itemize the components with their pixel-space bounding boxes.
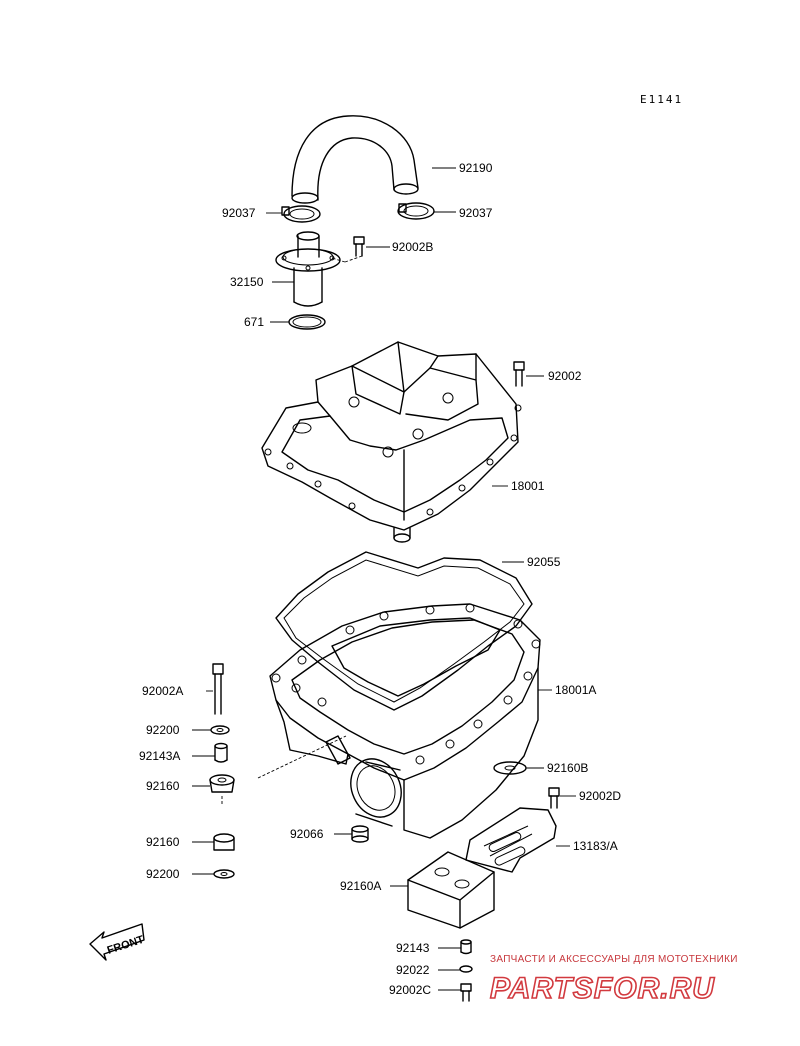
washer-b-part <box>213 869 235 879</box>
label-case: 18001A <box>555 683 596 697</box>
washer-c-part <box>459 965 473 973</box>
drain-plug-part <box>351 825 369 843</box>
label-drain-plug: 92066 <box>290 827 324 841</box>
washer-a-part <box>210 725 230 735</box>
breather-pipe-part <box>275 231 341 307</box>
bolt-top-part <box>353 236 365 257</box>
long-bolt-part <box>212 663 224 715</box>
cover-part <box>261 341 522 543</box>
diagram-code: E1141 <box>640 93 683 106</box>
leader-lines <box>192 167 576 991</box>
part-labels: 92190 92037 92037 92002B 32150 671 92002… <box>139 161 621 997</box>
gasket-part <box>275 551 533 711</box>
label-bolt-c: 92002C <box>389 983 431 997</box>
case-part <box>269 603 541 839</box>
label-washer-b: 92200 <box>146 867 180 881</box>
hose-part <box>291 115 419 204</box>
damper-a-part <box>209 774 235 793</box>
label-bolt-top: 92002B <box>392 240 433 254</box>
label-bracket: 13183/A <box>573 839 618 853</box>
label-pad: 92160A <box>340 879 381 893</box>
bracket-part <box>465 807 557 873</box>
bolt-d-part <box>548 787 560 809</box>
watermark-tagline: ЗАПЧАСТИ И АКСЕССУАРЫ ДЛЯ МОТОТЕХНИКИ <box>490 954 738 965</box>
watermark: ЗАПЧАСТИ И АКСЕССУАРЫ ДЛЯ МОТОТЕХНИКИ PA… <box>489 954 738 1006</box>
label-washer-a: 92200 <box>146 723 180 737</box>
label-gasket: 92055 <box>527 555 561 569</box>
label-washer-c: 92022 <box>396 963 430 977</box>
label-hose: 92190 <box>459 161 493 175</box>
front-label: FRONT <box>106 934 146 957</box>
clamp-left-part <box>281 205 321 223</box>
damper-c-part <box>213 833 235 851</box>
label-o-ring: 671 <box>244 315 264 329</box>
label-breather-pipe: 32150 <box>230 275 264 289</box>
collar-part <box>214 742 228 763</box>
label-cover-bolt: 92002 <box>548 369 582 383</box>
label-clamp-right: 92037 <box>459 206 493 220</box>
label-damper-a: 92160 <box>146 779 180 793</box>
label-damper-b: 92160B <box>547 761 588 775</box>
label-collar: 92143A <box>139 749 180 763</box>
clamp-right-part <box>397 202 435 220</box>
label-damper-c: 92160 <box>146 835 180 849</box>
label-clamp-left: 92037 <box>222 206 256 220</box>
pad-part <box>407 851 495 929</box>
label-bolt-d: 92002D <box>579 789 621 803</box>
cover-bolt-part <box>513 361 525 387</box>
front-arrow-icon: FRONT <box>89 923 146 961</box>
collar-b-part <box>460 939 472 955</box>
label-collar-b: 92143 <box>396 941 430 955</box>
label-cover: 18001 <box>511 479 545 493</box>
o-ring-part <box>288 314 326 330</box>
bolt-c-part <box>460 983 472 1002</box>
watermark-brand: PARTSFOR.RU <box>490 972 715 1005</box>
label-long-bolt: 92002A <box>142 684 183 698</box>
